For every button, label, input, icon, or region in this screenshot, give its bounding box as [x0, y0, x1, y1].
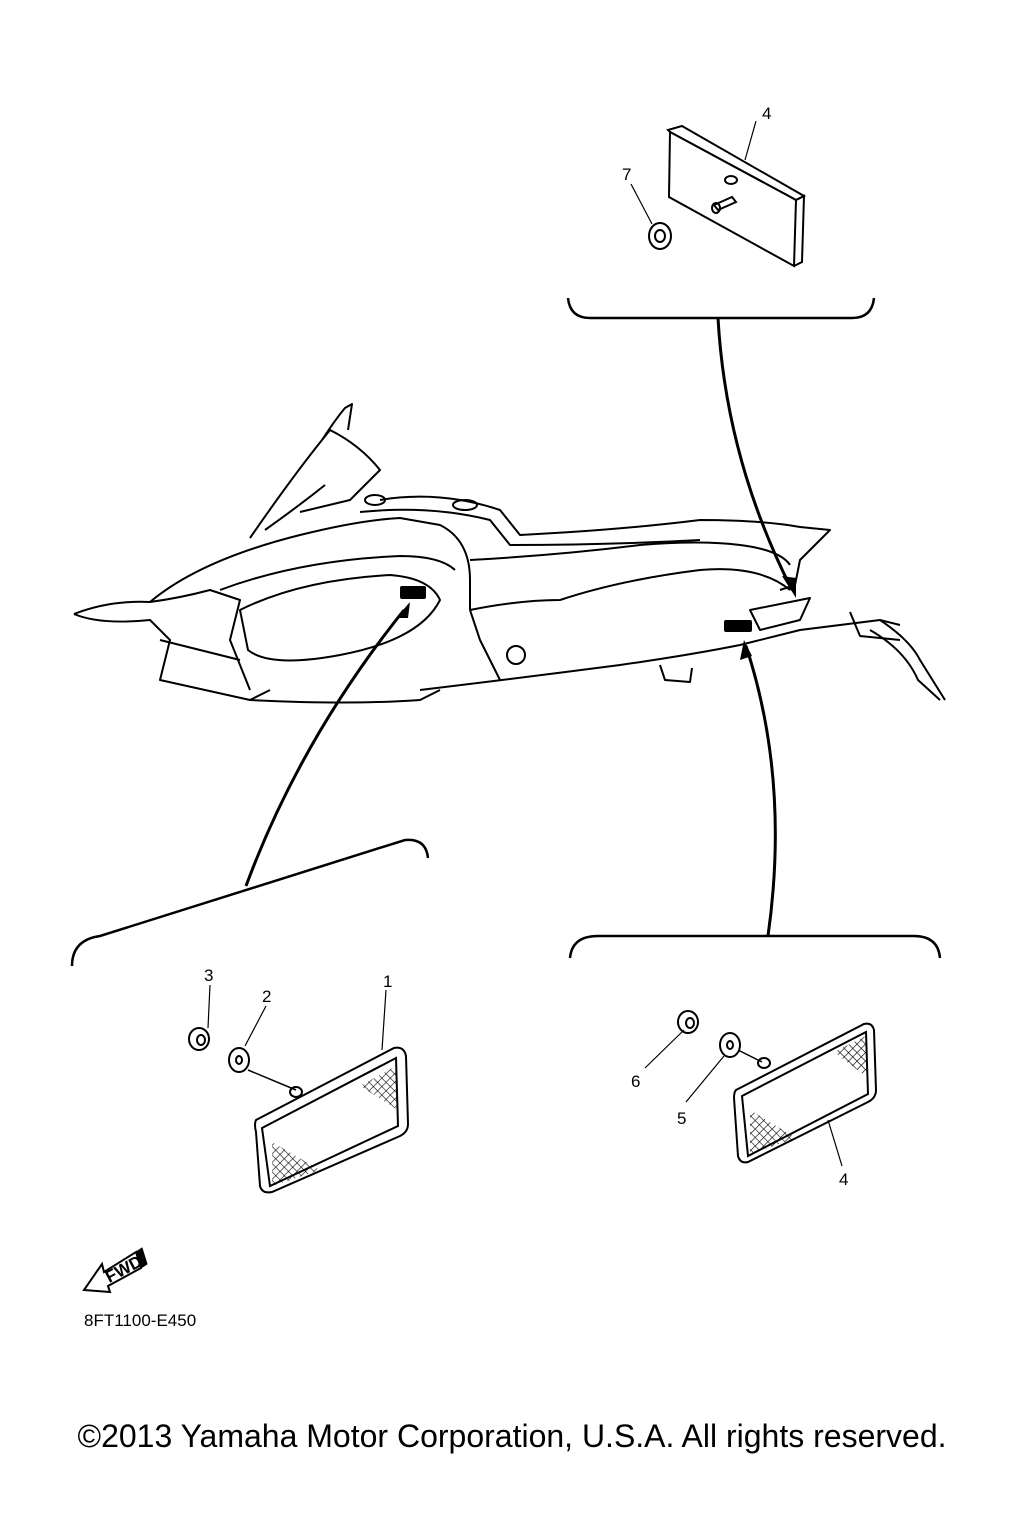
callout-7: 7: [622, 165, 631, 184]
reflector-4-right: [732, 1022, 878, 1164]
fwd-arrow-icon: FWD: [82, 1247, 148, 1294]
top-panel-bracket: [566, 297, 876, 320]
rear-reflector-plate: [666, 124, 807, 268]
nut-6: [677, 1010, 699, 1034]
callout-5: 5: [677, 1109, 686, 1128]
callout-6: 6: [631, 1072, 640, 1091]
left-detail-panel: 1 2 3: [70, 838, 430, 1194]
callout-3: 3: [204, 966, 213, 985]
nut-7: [648, 222, 672, 250]
nut-3: [188, 1027, 210, 1051]
callout-4-top: 4: [762, 104, 771, 123]
callout-1: 1: [383, 972, 392, 991]
top-detail-panel: 4 7: [566, 104, 876, 320]
reflector-1: [254, 1046, 410, 1194]
leader-arrow-top: [716, 317, 794, 591]
callout-4-right: 4: [839, 1170, 848, 1189]
callout-2: 2: [262, 987, 271, 1006]
left-panel-bracket: [70, 838, 430, 967]
side-reflector-location-front: [400, 586, 426, 599]
leader-arrow-left: [244, 609, 406, 887]
fwd-label: FWD: [102, 1252, 145, 1287]
leader-arrow-right: [744, 645, 777, 937]
drawing-code: 8FT1100-E450: [84, 1311, 197, 1330]
side-reflector-location-rear: [724, 620, 752, 632]
washer-2: [228, 1047, 250, 1073]
washer-5: [719, 1032, 741, 1058]
right-panel-bracket: [568, 934, 942, 959]
snowmobile-outline: [73, 403, 946, 704]
right-detail-panel: 6 5 4: [568, 934, 942, 1189]
copyright-notice: ©2013 Yamaha Motor Corporation, U.S.A. A…: [77, 1418, 947, 1454]
